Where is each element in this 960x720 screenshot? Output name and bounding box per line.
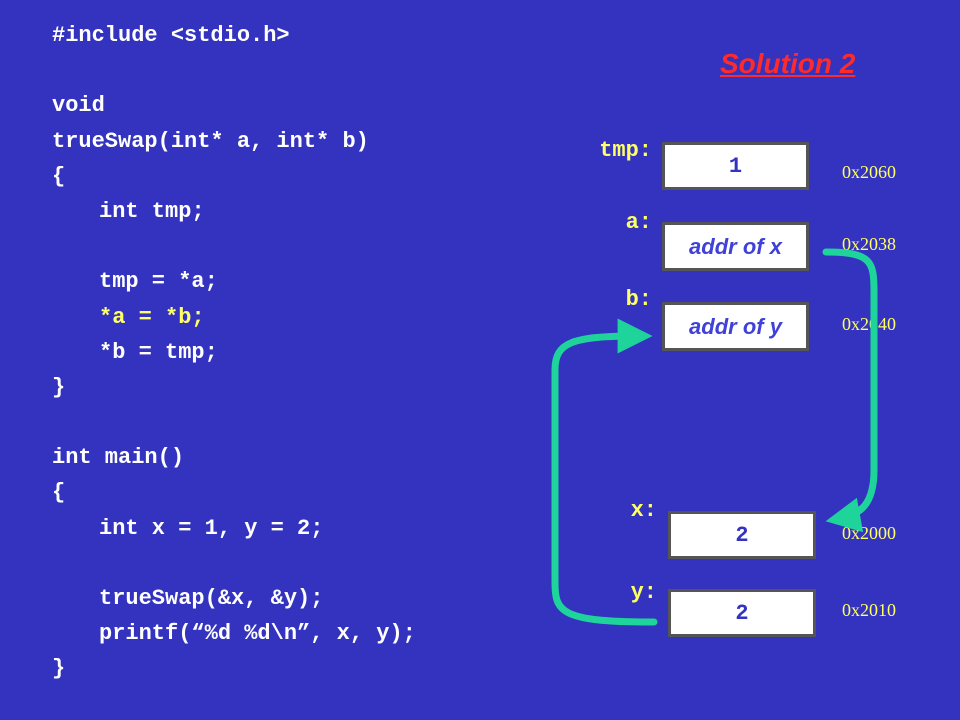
code-line: } — [52, 374, 66, 400]
code-line: tmp = *a; — [99, 269, 218, 295]
memory-box-a: addr of x — [662, 222, 809, 271]
code-line: trueSwap(&x, &y); — [99, 586, 324, 611]
code-line: void — [52, 93, 105, 119]
label-a: a: — [625, 210, 652, 235]
memory-value-b: addr of y — [689, 313, 782, 339]
code-line: int x = 1, y = 2; — [99, 515, 324, 541]
address-y: 0x2010 — [842, 600, 896, 620]
code-line: printf(“%d %d\n”, x, y); — [99, 621, 416, 647]
code-listing: #include <stdio.h> void trueSwap(int* a,… — [52, 18, 416, 687]
memory-value-a: addr of x — [689, 233, 782, 259]
memory-box-tmp: 1 — [662, 142, 809, 190]
code-line: *b = tmp; — [99, 339, 218, 365]
address-tmp: 0x2060 — [842, 162, 896, 182]
memory-value-y: 2 — [735, 600, 749, 626]
arrow-b-to-y — [551, 318, 658, 626]
memory-value-x: 2 — [735, 522, 749, 548]
memory-box-x: 2 — [668, 511, 816, 559]
memory-box-y: 2 — [668, 589, 816, 637]
code-line: trueSwap(int* a, int* b) — [52, 128, 369, 154]
label-b: b: — [625, 287, 652, 312]
code-line: int tmp; — [99, 198, 205, 224]
code-line: #include <stdio.h> — [52, 23, 290, 48]
code-line: int main() — [52, 445, 185, 471]
memory-box-b: addr of y — [662, 302, 809, 351]
slide-title: Solution 2 — [720, 48, 856, 79]
code-line: { — [52, 163, 66, 189]
memory-value-tmp: 1 — [728, 153, 743, 179]
code-line: { — [52, 480, 66, 506]
label-x: x: — [630, 498, 657, 523]
address-b: 0x2040 — [842, 314, 896, 334]
code-line: } — [52, 656, 66, 682]
label-tmp: tmp: — [599, 138, 652, 163]
address-a: 0x2038 — [842, 234, 896, 254]
code-line-highlighted: *a = *b; — [99, 304, 205, 330]
arrow-a-to-x — [822, 248, 878, 533]
label-y: y: — [630, 580, 657, 605]
